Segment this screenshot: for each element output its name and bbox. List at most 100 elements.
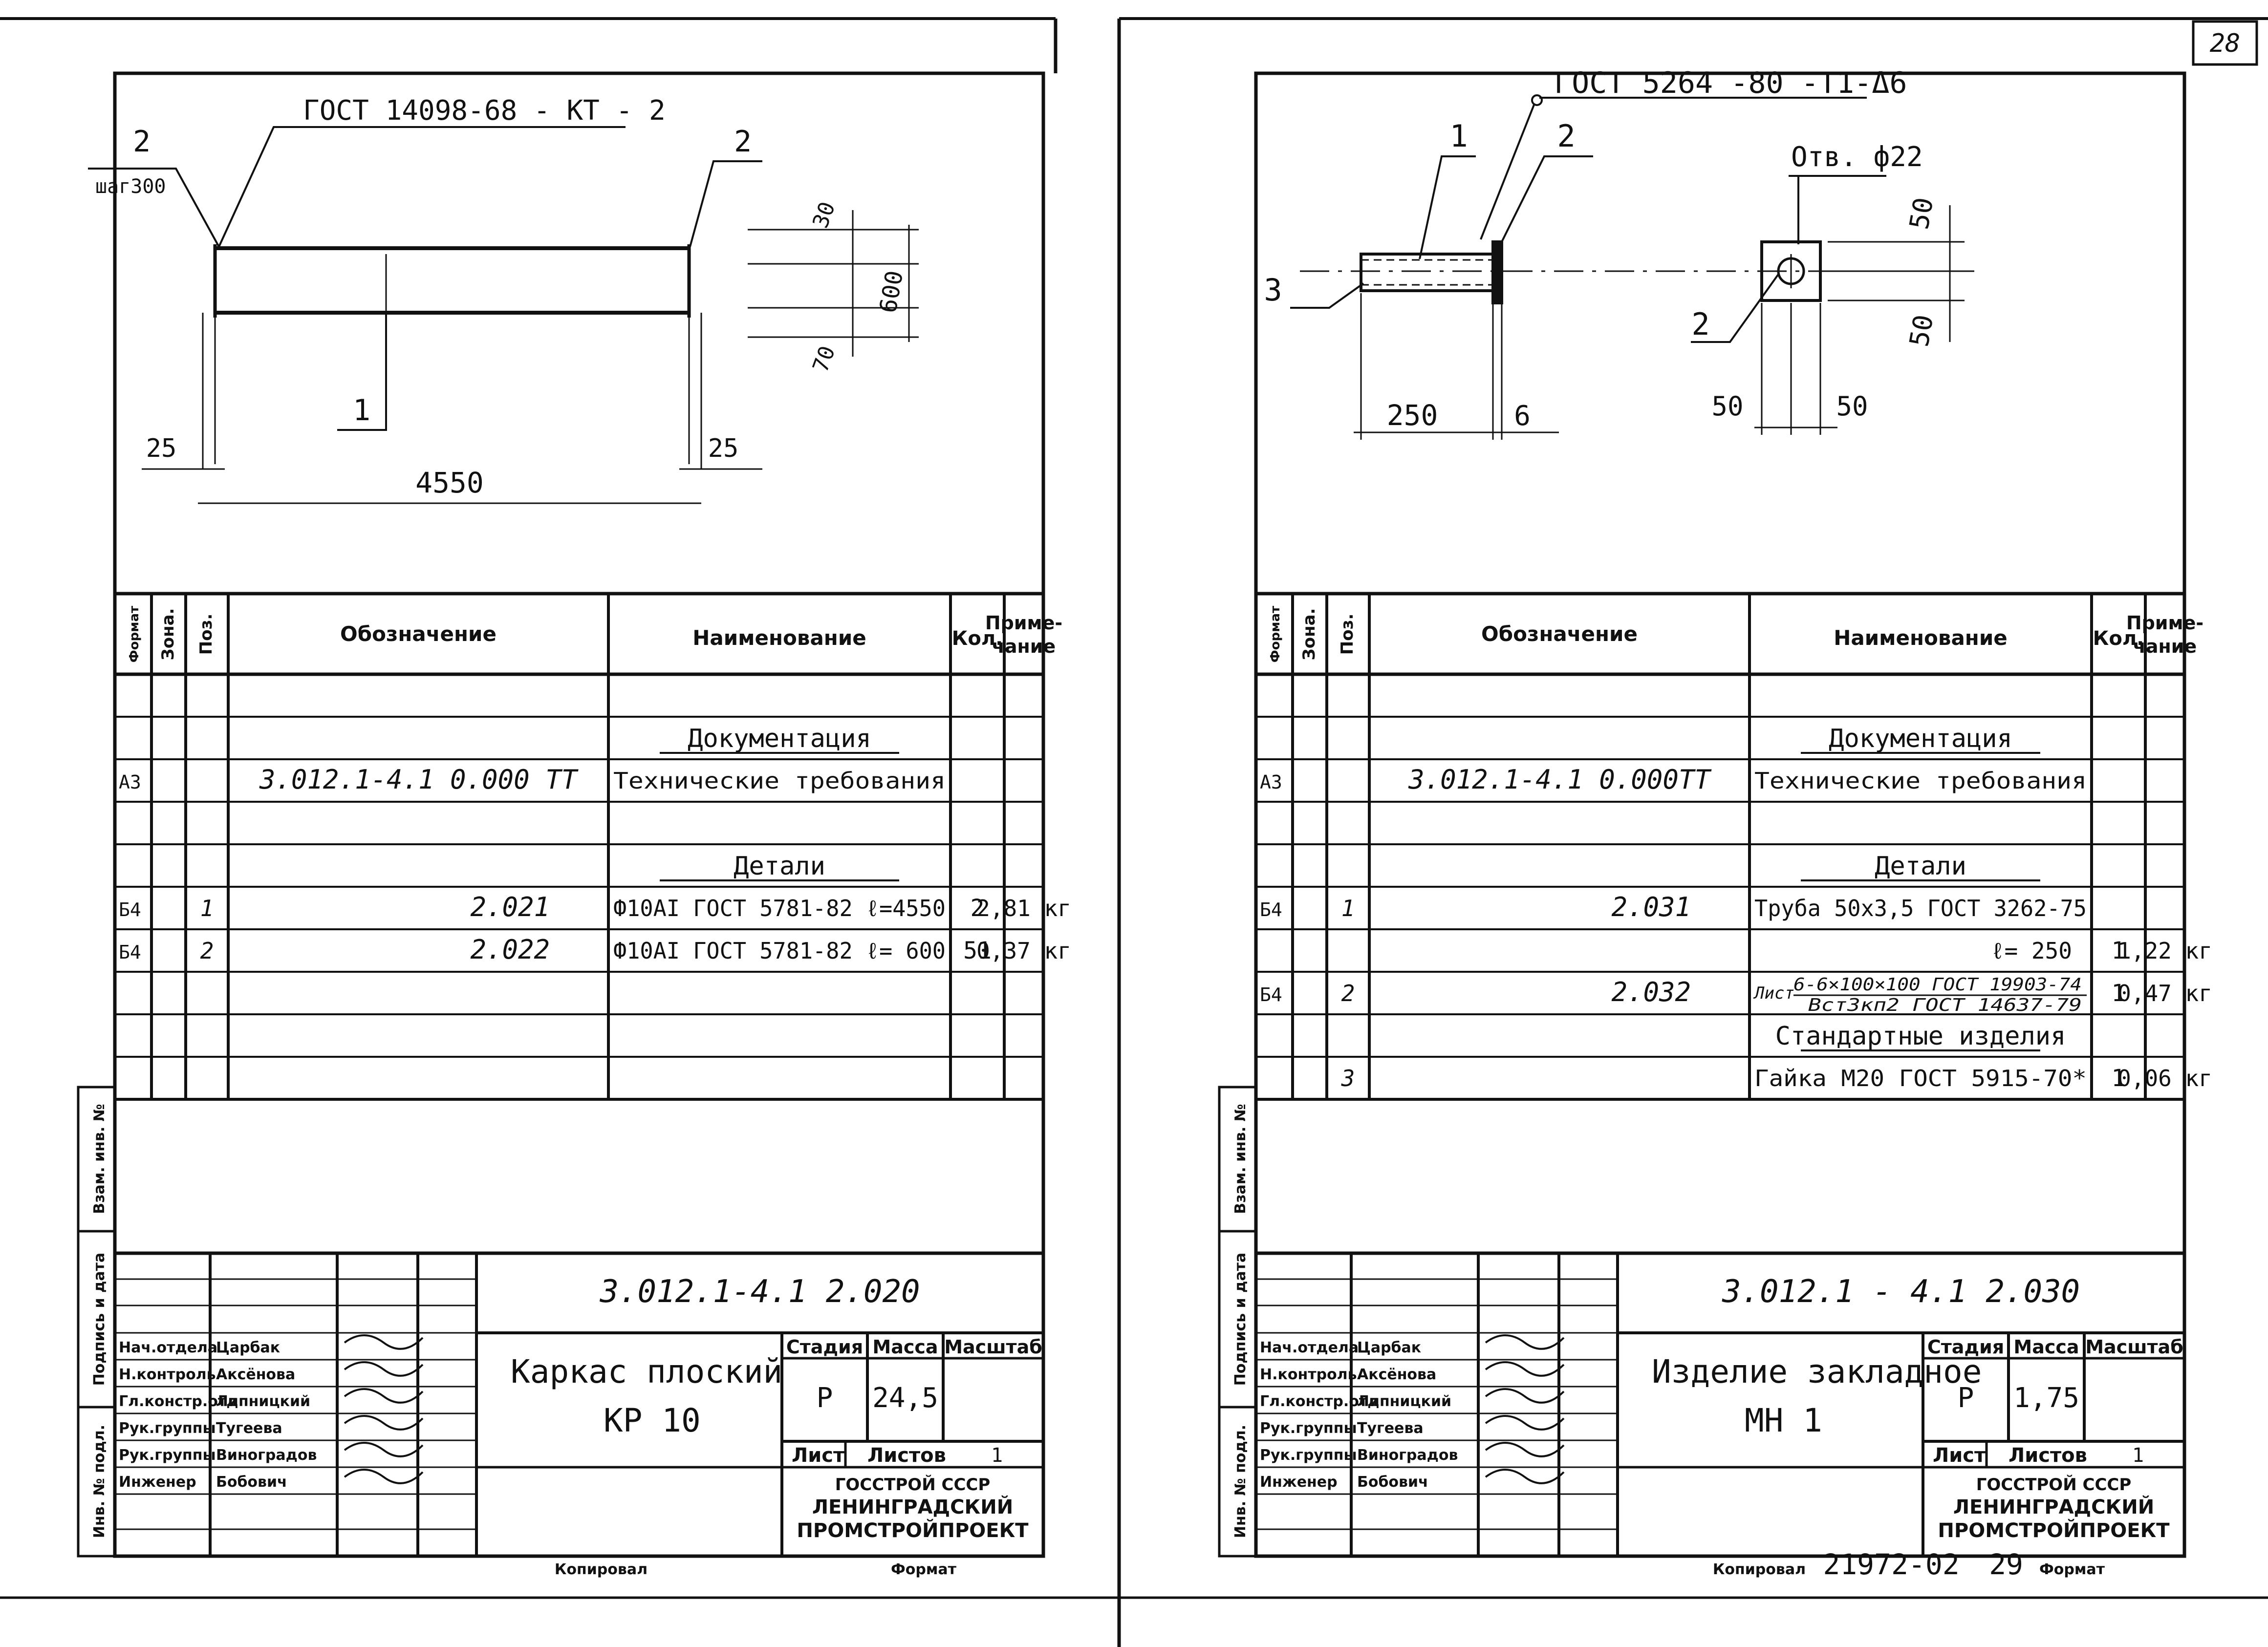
label-mass: Масса: [872, 1336, 938, 1358]
staff-name: Царбак: [216, 1339, 280, 1356]
value-mass: 1,75: [2013, 1382, 2079, 1414]
product-mark: МН 1: [1745, 1402, 1822, 1439]
cell-qty: 1: [2112, 937, 2126, 964]
weld-callout: ГОСТ 14098-68 - КТ - 2: [303, 95, 666, 127]
value-sheets-count: 1: [2132, 1444, 2144, 1467]
staff-role: Гл.констр.отд: [119, 1393, 238, 1410]
header-note: Приме-: [2126, 612, 2203, 634]
pos-label-plate: 2: [1557, 118, 1575, 154]
leader-pos3: [1290, 282, 1364, 309]
staff-name: Аксёнова: [1357, 1366, 1436, 1383]
staff-name: Тугеева: [1357, 1420, 1424, 1437]
header-format: Формат: [127, 606, 142, 663]
dim-right-offset: 25: [708, 434, 739, 463]
footer-format-label: Формат: [2039, 1561, 2105, 1578]
cell-format: А3: [1260, 771, 1282, 793]
document-code: 3.012.1 - 4.1 2.030: [1722, 1274, 2080, 1310]
leader-pos2-front: [1691, 273, 1780, 343]
cell-name: Гайка М20 ГОСТ 5915-70*: [1754, 1065, 2087, 1091]
pos-label-right: 2: [734, 125, 752, 159]
cell-note: 0,06 кг: [2117, 1065, 2212, 1091]
cell-qty: 1: [2112, 980, 2126, 1007]
cell-position: 1: [1341, 895, 1355, 921]
org-name: ПРОМСТРОЙПРОЕКТ: [797, 1519, 1029, 1542]
header-name: Наименование: [1834, 626, 2007, 650]
label-replacement-inv: Взам. инв. №: [1232, 1104, 1249, 1214]
cell-note: 0,47 кг: [2117, 980, 2212, 1006]
hole-callout: Отв. ф22: [1791, 141, 1923, 173]
sheet-number-box: [2192, 20, 2258, 66]
dim-left: 50: [1711, 391, 1743, 422]
value-stage: Р: [1958, 1382, 1974, 1414]
staff-role: Рук.группы: [1260, 1447, 1357, 1464]
product-title: Каркас плоский: [511, 1353, 782, 1390]
product-title: Изделие закладное: [1652, 1353, 1982, 1390]
org-name: ГОССТРОЙ СССР: [1976, 1475, 2132, 1495]
product-mark: КР 10: [604, 1402, 701, 1439]
staff-name: Тугеева: [216, 1420, 282, 1437]
cell-designation: 3.012.1-4.1 0.000ТТ: [1408, 764, 1712, 795]
table-row: Детали: [660, 852, 899, 881]
header-qty: Кол.: [2093, 627, 2144, 650]
staff-role: Рук.группы: [119, 1420, 216, 1437]
plate-front-view: [1760, 240, 1822, 302]
sheet-item-prefix: Лист: [1753, 984, 1794, 1003]
value-stage: Р: [817, 1382, 833, 1414]
header-note: чание: [992, 636, 1056, 657]
value-sheets-count: 1: [991, 1444, 1003, 1467]
signature-mark: [1485, 1334, 1565, 1350]
staff-role: Н.контроль: [119, 1366, 216, 1383]
table-row: Документация: [660, 724, 899, 754]
label-sign-date: Подпись и дата: [91, 1253, 108, 1386]
cell-note: 2,81 кг: [976, 895, 1071, 921]
header-format: Формат: [1268, 606, 1283, 663]
pos-label-nut: 3: [1264, 272, 1282, 308]
signature-mark: [1485, 1361, 1565, 1377]
cell-designation: 2.021: [470, 892, 550, 922]
staff-role: Н.контроль: [1260, 1366, 1357, 1383]
left-frame: [113, 71, 1045, 1558]
cell-format: А3: [119, 771, 141, 793]
label-original-inv: Инв. № подл.: [91, 1425, 108, 1538]
pos-label-left: 2: [133, 125, 151, 159]
header-zone: Зона.: [158, 608, 178, 661]
label-stage: Стадия: [1927, 1336, 2004, 1358]
pitch-label: шаг300: [95, 175, 166, 198]
signature-mark: [344, 1415, 424, 1431]
document-code: 3.012.1-4.1 2.020: [599, 1274, 920, 1310]
pos-label-plate-front: 2: [1691, 306, 1709, 342]
table-row: Документация: [1801, 724, 2040, 754]
signature-mark: [344, 1442, 424, 1457]
staff-name: Виноградов: [1357, 1447, 1458, 1464]
org-name: ПРОМСТРОЙПРОЕКТ: [1938, 1519, 2170, 1542]
label-sheets: Листов: [867, 1444, 946, 1467]
cell-name: Ф10АI ГОСТ 5781-82 ℓ= 600: [613, 938, 946, 964]
staff-name: Липницкий: [216, 1393, 310, 1410]
label-scale: Масштаб: [944, 1336, 1042, 1358]
header-qty: Кол.: [952, 627, 1003, 650]
staff-name: Виноградов: [216, 1447, 317, 1464]
cell-name: Труба 50х3,5 ГОСТ 3262-75: [1754, 895, 2087, 921]
cell-qty: 51: [963, 937, 992, 964]
signature-mark: [344, 1334, 424, 1350]
dim-top: 30: [808, 198, 840, 231]
footer-format-label: Формат: [891, 1561, 957, 1578]
signature-mark: [344, 1469, 424, 1484]
org-name: ГОССТРОЙ СССР: [835, 1475, 991, 1495]
dim-right: 50: [1836, 391, 1868, 422]
signature-mark: [344, 1388, 424, 1404]
page-number: 29: [1989, 1548, 2023, 1581]
header-designation: Обозначение: [1481, 622, 1638, 646]
dim-plate-thickness: 6: [1514, 400, 1531, 432]
dim-left-offset: 25: [146, 434, 177, 463]
